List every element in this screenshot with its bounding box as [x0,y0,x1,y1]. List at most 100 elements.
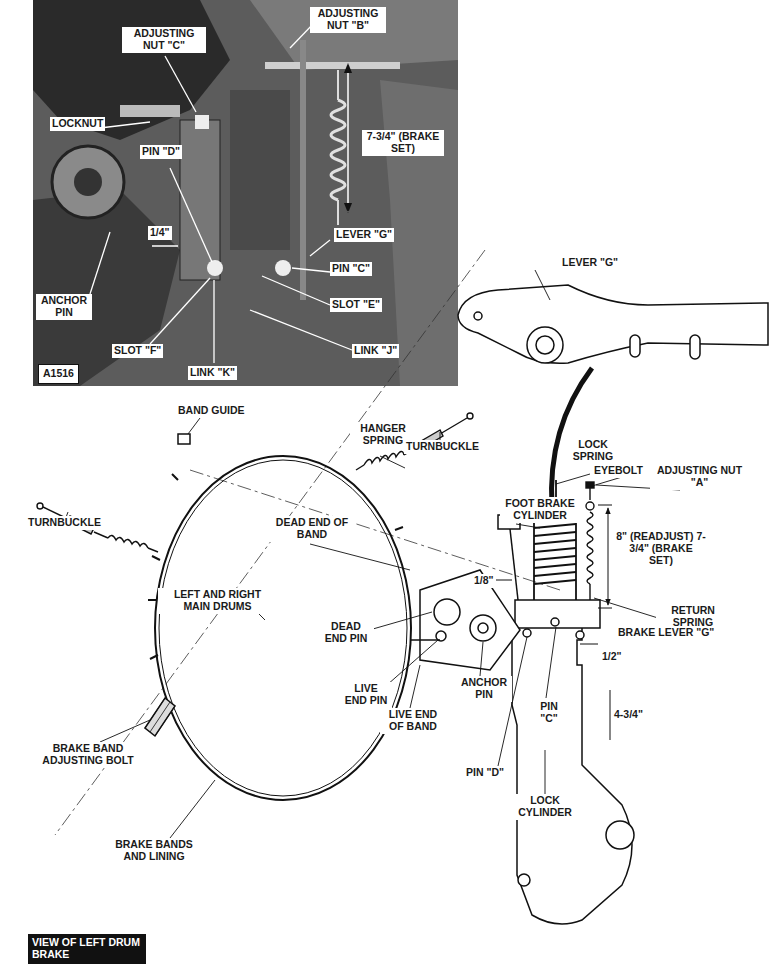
photo-inset [195,115,209,129]
turnbuckle [467,413,473,419]
inset-leader-line [292,268,330,272]
inset-leader-line [170,168,212,262]
turnbuckle [37,503,43,509]
inset-leader-line [213,280,214,363]
leader-line [545,750,546,794]
return-spring [589,488,590,500]
part-label: PIN "D" [140,145,182,159]
part-label: LEVER "G" [334,228,394,242]
lock-cylinder [576,631,584,639]
photo-inset [207,260,223,276]
lever-plate [536,336,554,354]
return-spring [586,502,594,510]
return-spring [589,584,590,600]
part-label: LOCK SPRING [566,438,620,464]
brake-drum [145,434,411,800]
lever-plate [458,285,768,363]
photo-inset [152,245,178,247]
part-label: 7-3/4" (BRAKE SET) [362,130,444,156]
anchor-pin [420,570,520,670]
brake-drum [145,698,175,736]
photo-inset [275,260,291,276]
part-label: 1/2" [600,650,624,664]
part-label: DEAD END OF BAND [270,516,354,542]
photo-inset [52,146,124,218]
photo-inset [33,0,230,140]
leader-line [535,270,550,300]
inset-leader-line [90,232,110,294]
lock-cylinder [515,600,600,628]
part-label: ADJUSTING NUT "C" [122,27,206,53]
figure-number-box: A1516 [38,364,79,384]
view-caption-box: VIEW OF LEFT DRUM BRAKE [28,934,146,964]
part-label: TURNBUCKLE [404,440,481,454]
part-label: LINK "K" [188,366,237,380]
part-label: ADJUSTING NUT "A" [650,464,749,490]
part-label: SLOT "E" [330,298,382,312]
photo-inset [347,64,349,212]
part-label: TURNBUCKLE [26,516,103,530]
part-label: ANCHOR PIN [456,676,512,702]
part-label: BRAKE BANDS AND LINING [110,838,198,864]
dimension-line [598,505,612,506]
dimension-line [608,508,609,605]
anchor-pin [410,639,440,641]
leader-line [594,598,658,618]
leader-line [380,456,405,468]
part-label: LIVE END OF BAND [380,708,446,734]
lock-cylinder [523,629,531,637]
inset-leader-line [310,240,330,256]
turnbuckle [37,413,473,552]
turnbuckle [108,535,148,548]
brake-drum [148,474,403,659]
turnbuckle [148,548,158,552]
part-label: 1/4" [148,226,172,240]
part-label: PIN "C" [330,262,372,276]
lock-cylinder [606,821,634,849]
photo-inset [33,0,458,386]
inset-leader-line [262,276,330,305]
lever-plate [474,312,482,320]
lock-cylinder [510,529,518,600]
photo-inset [300,40,306,300]
lever-plate [690,335,700,359]
part-label: SLOT "F" [112,344,163,358]
part-label: FOOT BRAKE CYLINDER [500,497,580,523]
box-text: VIEW OF LEFT DRUM BRAKE [32,937,142,961]
return-spring [586,482,594,600]
turnbuckle [440,418,467,434]
leader-line [498,637,527,766]
leader-line [516,524,540,528]
part-label: DEAD END PIN [318,620,374,646]
leader-line [100,720,150,742]
center-line [190,470,560,590]
part-label: ANCHOR PIN [36,294,92,320]
anchor-pin [410,570,520,670]
lock-cylinder [518,874,530,886]
leader-line [410,665,420,708]
leader-line [62,270,680,838]
brake-drum [159,460,407,796]
photo-inset [180,120,220,280]
photo-inset [120,105,180,117]
brake-drum [155,456,411,800]
return-spring [587,512,593,584]
leader-line [480,642,483,676]
leader-line [556,474,590,484]
dimension-line [610,690,611,740]
anchor-pin [470,615,496,641]
lever-plate [527,327,563,363]
part-label: PIN "D" [464,766,506,780]
photo-inset [250,0,458,70]
dimension-line [496,580,512,581]
anchor-pin [434,599,460,625]
inset-leader-line [100,122,150,128]
dimension-line [496,505,612,740]
inset-leader-line [165,56,196,112]
leader-line [170,780,215,838]
anchor-pin [478,623,488,633]
part-label: PIN "C" [530,700,568,726]
part-label: 8" (READJUST) 7-3/4" (BRAKE SET) [614,530,708,567]
part-label: LOCK CYLINDER [514,794,576,820]
turnbuckle [356,465,364,470]
